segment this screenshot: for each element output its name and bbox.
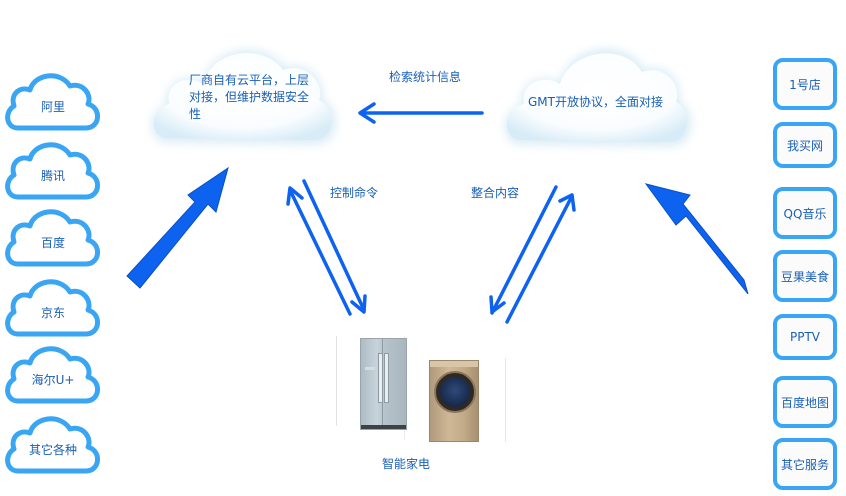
service-name: 百度地图 — [780, 395, 829, 410]
platform-cloud: 海尔U+ — [2, 341, 104, 407]
search-stats-label: 检索统计信息 — [389, 70, 462, 84]
vendor-cloud-text: 厂商自有云平台，上层对接，但维护数据安全性 — [189, 73, 310, 121]
service-box: 百度地图 — [773, 376, 837, 428]
gmt-cloud-text: GMT开放协议，全面对接 — [528, 95, 663, 109]
platform-name: 阿里 — [40, 100, 65, 114]
platform-cloud: 百度 — [2, 204, 104, 270]
platform-name: 京东 — [40, 306, 65, 320]
arrow-left-icon — [358, 102, 484, 124]
service-name: QQ音乐 — [783, 206, 827, 221]
service-name: 1号店 — [789, 77, 821, 92]
service-box: 我买网 — [773, 122, 837, 168]
service-box: 豆果美食 — [773, 250, 837, 302]
content-integration-label: 整合内容 — [471, 186, 520, 200]
smart-appliances — [336, 336, 508, 446]
platform-name: 海尔U+ — [31, 373, 75, 387]
service-box: PPTV — [773, 314, 837, 360]
content-integration-arrows — [489, 185, 576, 324]
platform-cloud: 腾讯 — [2, 137, 104, 203]
cloud-outline-icon — [5, 73, 100, 131]
cloud-shape-icon — [152, 50, 336, 144]
cloud-outline-icon — [5, 279, 100, 337]
cloud-outline-icon — [5, 142, 100, 200]
cloud-outline-icon — [5, 346, 100, 404]
control-command-arrows — [286, 179, 367, 316]
platform-cloud: 其它各种 — [2, 411, 104, 477]
service-box: QQ音乐 — [773, 187, 837, 239]
service-name: 我买网 — [786, 138, 823, 153]
platform-cloud: 阿里 — [2, 68, 104, 134]
service-box: 1号店 — [773, 58, 837, 110]
platform-cloud: 京东 — [2, 274, 104, 340]
big-arrow-up-right-icon — [126, 166, 229, 289]
cloud-outline-icon — [5, 416, 100, 474]
platform-name: 其它各种 — [28, 443, 77, 457]
refrigerator-icon — [360, 338, 407, 430]
control-command-label: 控制命令 — [330, 186, 379, 200]
cloud-outline-icon — [5, 209, 100, 267]
washing-machine-icon — [429, 360, 479, 442]
cloud-shape-icon — [505, 49, 691, 146]
platform-name: 腾讯 — [40, 169, 65, 183]
smart-appliances-label: 智能家电 — [382, 457, 431, 471]
service-box: 其它服务 — [773, 438, 837, 490]
service-name: 豆果美食 — [780, 269, 829, 284]
vendor-cloud-platform: 厂商自有云平台，上层对接，但维护数据安全性 — [145, 38, 340, 150]
service-name: 其它服务 — [780, 457, 829, 472]
service-name: PPTV — [789, 330, 820, 344]
platform-name: 百度 — [40, 236, 65, 250]
gmt-open-protocol-cloud: GMT开放协议，全面对接 — [498, 36, 694, 151]
big-arrow-up-left-icon — [644, 183, 749, 295]
